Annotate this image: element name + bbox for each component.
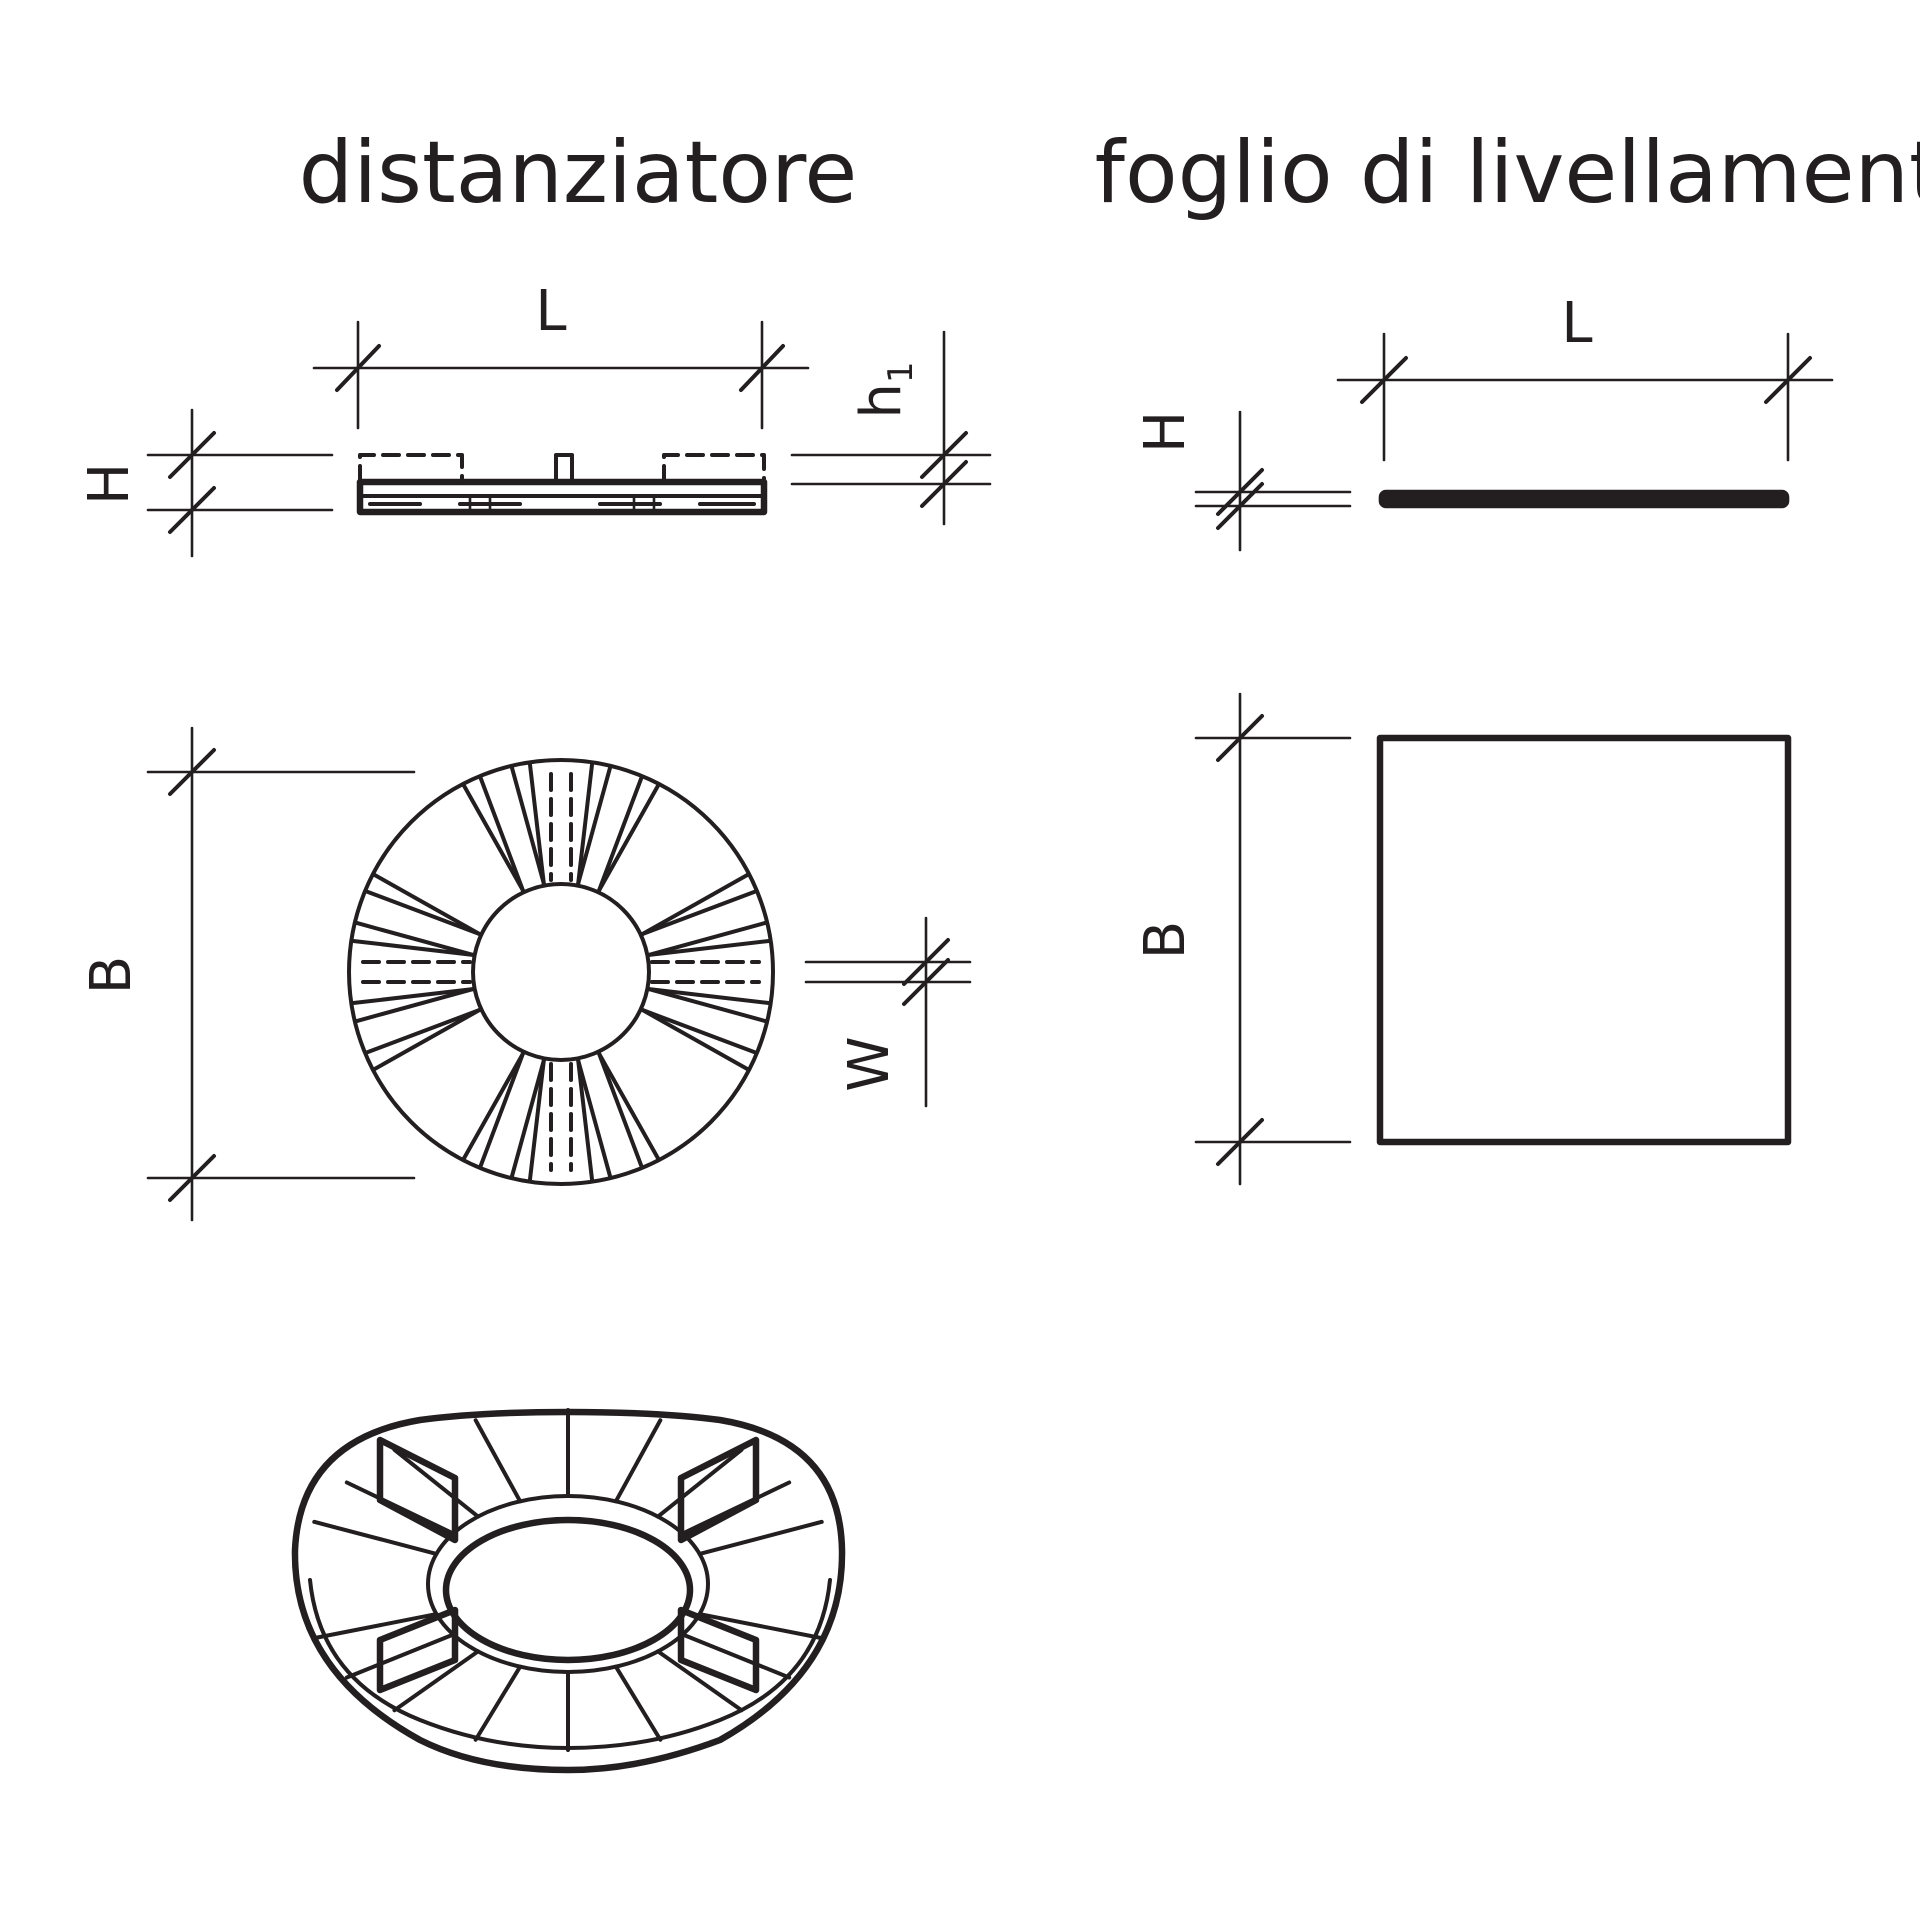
spacer-rib-line xyxy=(597,783,660,893)
spacer-isometric-rib-line xyxy=(613,1418,663,1504)
spacer-rib-line xyxy=(354,987,475,1024)
spacer-rib-line xyxy=(351,938,475,957)
spacer-rib-line xyxy=(364,1008,482,1055)
spacer-isometric-ribs xyxy=(312,1408,824,1752)
spacer-rib-line xyxy=(576,1058,595,1182)
spacer-rib-line xyxy=(509,765,546,886)
spacer-label-h1: h1 xyxy=(849,361,921,418)
spacer-rib-line xyxy=(640,889,758,936)
spacer-rib-line xyxy=(364,889,482,936)
spacer-rib-line xyxy=(372,873,482,936)
spacer-dim-diameter: B xyxy=(79,726,416,1222)
spacer-label-h1-sub: 1 xyxy=(881,361,921,383)
spacer-label-h: H xyxy=(77,463,142,505)
sheet-label-b: B xyxy=(1133,921,1198,959)
spacer-isometric-rib-line xyxy=(312,1519,439,1556)
spacer-label-h1-main: h xyxy=(849,383,914,419)
sheet-profile xyxy=(1378,489,1790,509)
spacer-dim-h1: h1 xyxy=(790,330,992,526)
spacer-isometric-rib-line xyxy=(392,1649,481,1713)
spacer-rib-line xyxy=(527,762,546,886)
spacer-isometric-rib-line xyxy=(655,1649,744,1713)
spacer-side-view: L H h1 xyxy=(77,279,992,558)
sheet-top-view: B xyxy=(1133,692,1792,1186)
spacer-label-b: B xyxy=(79,956,144,994)
sheet-dim-height: H xyxy=(1133,410,1352,552)
spacer-isometric-rib-line xyxy=(613,1664,663,1742)
spacer-rib-line xyxy=(640,1008,758,1055)
spacer-rib-line xyxy=(640,873,750,936)
sheet-label-h: H xyxy=(1133,411,1198,453)
spacer-rib-line xyxy=(640,1008,750,1071)
spacer-ring-top xyxy=(347,758,775,1186)
spacer-rib-line xyxy=(462,1051,525,1161)
spacer-isometric-rib-line xyxy=(392,1447,481,1519)
spacer-rib-line xyxy=(576,765,613,886)
spacer-rib-line xyxy=(647,920,768,957)
spacer-isometric-rib-line xyxy=(312,1612,439,1641)
spacer-isometric-rib-line xyxy=(344,1632,456,1680)
spacer-rib-line xyxy=(478,775,525,893)
title-spacer: distanziatore xyxy=(299,123,858,223)
spacer-rib-line xyxy=(527,1058,546,1182)
spacer-isometric-rib-line xyxy=(473,1418,523,1504)
spacer-isometric-rib-line xyxy=(680,1632,792,1680)
spacer-isometric-rib-line xyxy=(697,1519,824,1556)
spacer-dim-slot-width: W xyxy=(804,916,972,1108)
sheet-side-view: L H xyxy=(1133,291,1834,552)
spacer-isometric-rib-line xyxy=(655,1447,744,1519)
sheet-label-l: L xyxy=(1561,291,1592,356)
spacer-rib-line xyxy=(576,762,595,886)
spacer-label-l: L xyxy=(535,279,566,344)
sheet-dim-length: L xyxy=(1336,291,1834,462)
spacer-profile xyxy=(356,453,768,516)
spacer-rib-line xyxy=(597,1051,644,1169)
spacer-dim-height: H xyxy=(77,408,334,558)
spacer-rib-line xyxy=(462,783,525,893)
spacer-label-w: W xyxy=(837,1036,902,1091)
spacer-isometric-rib-line xyxy=(697,1612,824,1641)
spacer-hidden-slots xyxy=(361,772,761,1172)
sheet-outline xyxy=(1376,734,1792,1146)
spacer-top-view: B W xyxy=(79,726,972,1222)
spacer-rib-line xyxy=(597,1051,660,1161)
spacer-rib-line xyxy=(351,987,475,1006)
spacer-dim-length: L xyxy=(312,279,810,430)
spacer-rib-line xyxy=(647,987,768,1024)
spacer-rib-line xyxy=(597,775,644,893)
spacer-rib-line xyxy=(647,938,771,957)
spacer-rib-line xyxy=(372,1008,482,1071)
spacer-isometric-tabs xyxy=(376,1436,760,1694)
spacer-isometric-view xyxy=(291,1408,846,1774)
spacer-rib-line xyxy=(509,1058,546,1179)
spacer-isometric-rib-line xyxy=(473,1664,523,1742)
spacer-rib-line xyxy=(647,987,771,1006)
spacer-rib-line xyxy=(354,920,475,957)
sheet-dim-width: B xyxy=(1133,692,1352,1186)
title-leveling-sheet: foglio di livellamento xyxy=(1095,123,1920,223)
spacer-rib-line xyxy=(576,1058,613,1179)
spacer-ribs xyxy=(351,762,771,1182)
spacer-rib-line xyxy=(478,1051,525,1169)
